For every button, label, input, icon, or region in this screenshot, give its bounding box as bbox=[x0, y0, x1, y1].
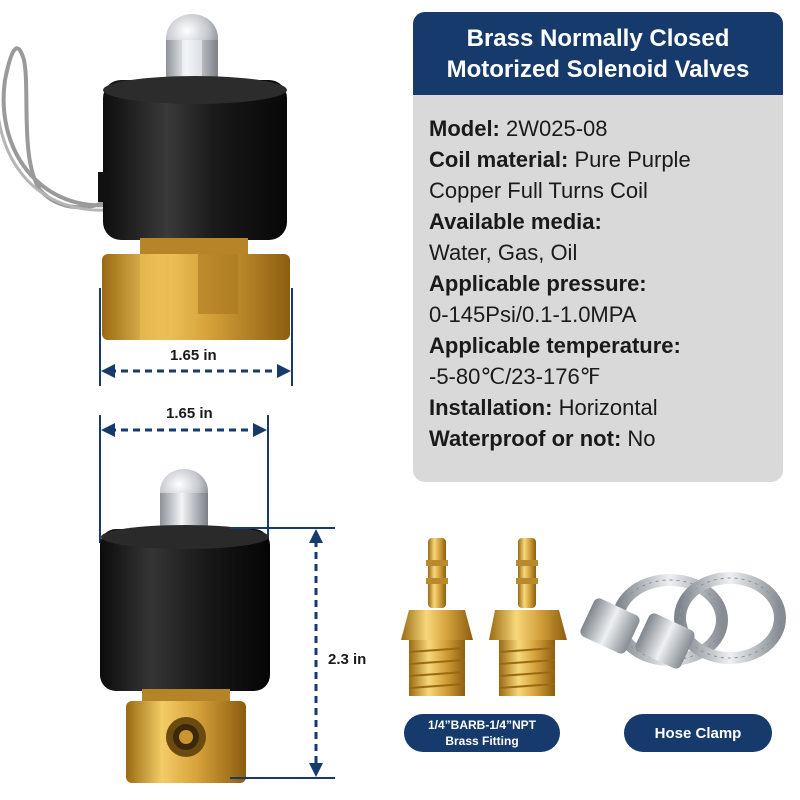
barb-fitting-left bbox=[401, 538, 473, 696]
fitting-label-badge: 1/4”BARB-1/4”NPT Brass Fitting bbox=[404, 714, 560, 752]
front-height-dimension-line bbox=[230, 527, 335, 779]
spec-card: Brass Normally Closed Motorized Solenoid… bbox=[413, 12, 783, 482]
hose-clamp-label: Hose Clamp bbox=[654, 724, 742, 742]
spec-list: Model: 2W025-08 Coil material: Pure Purp… bbox=[413, 95, 783, 454]
fitting-label-line-2: Brass Fitting bbox=[445, 734, 519, 748]
front-height-label: 2.3 in bbox=[328, 651, 367, 668]
spec-row-media-value: Water, Gas, Oil bbox=[429, 240, 578, 265]
top-width-dimension-line bbox=[99, 288, 293, 386]
spec-row-coil-material: Coil material: Pure Purple bbox=[429, 147, 691, 172]
barb-fitting-right bbox=[489, 538, 567, 696]
top-width-label: 1.65 in bbox=[170, 347, 217, 364]
fitting-label-line-1: 1/4”BARB-1/4”NPT bbox=[427, 718, 537, 732]
spec-row-model: Model: 2W025-08 bbox=[429, 116, 608, 141]
spec-row-temperature-value: -5-80℃/23-176℉ bbox=[429, 364, 601, 389]
spec-row-pressure: Applicable pressure: bbox=[429, 271, 647, 296]
spec-row-media: Available media: bbox=[429, 209, 602, 234]
brass-barb-fittings-image bbox=[401, 538, 567, 696]
spec-row-temperature: Applicable temperature: bbox=[429, 333, 681, 358]
spec-title: Brass Normally Closed Motorized Solenoid… bbox=[413, 12, 783, 95]
spec-row-waterproof: Waterproof or not: No bbox=[429, 426, 656, 451]
front-width-label: 1.65 in bbox=[166, 405, 213, 422]
spec-row-pressure-value: 0-145Psi/0.1-1.0MPA bbox=[429, 302, 637, 327]
solenoid-valve-side-image bbox=[0, 14, 290, 340]
spec-row-coil-material-cont: Copper Full Turns Coil bbox=[429, 178, 648, 203]
spec-title-line-1: Brass Normally Closed bbox=[466, 24, 730, 52]
spec-title-line-2: Motorized Solenoid Valves bbox=[446, 55, 750, 83]
hose-clamps-image bbox=[580, 572, 786, 669]
spec-row-installation: Installation: Horizontal bbox=[429, 395, 658, 420]
front-width-dimension-line bbox=[99, 415, 269, 543]
hose-clamp-badge: Hose Clamp bbox=[624, 714, 772, 752]
solenoid-valve-front-image bbox=[100, 469, 270, 783]
